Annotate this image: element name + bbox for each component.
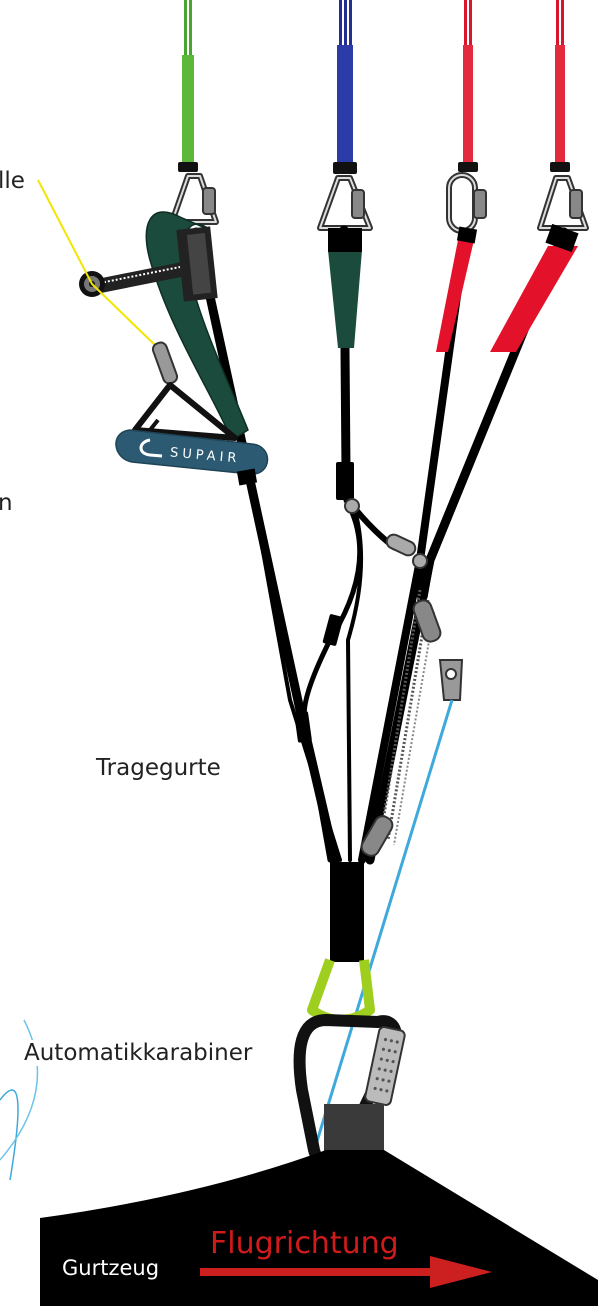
maillon-a [172, 176, 216, 222]
label-flugrichtung: Flugrichtung [210, 1226, 399, 1261]
line-c-red [463, 0, 473, 170]
riser-loop [312, 960, 370, 1020]
line-d-red [555, 0, 565, 170]
reserve-circle-arc [0, 1090, 18, 1180]
label-tragegurte: Tragegurte [96, 755, 221, 781]
maillon-b [320, 178, 370, 228]
line-a-green [182, 0, 194, 170]
line-b-blue [337, 0, 353, 170]
label-automatikkarabiner: Automatikkarabiner [22, 1040, 254, 1066]
harness-webbing [324, 1104, 384, 1154]
line-binders [178, 162, 570, 174]
pointer-line [38, 180, 158, 348]
label-rolle: lle [0, 168, 25, 194]
riser-bottom-strap [330, 862, 364, 962]
label-fragment-n: n [0, 490, 13, 516]
riser-b-green [328, 250, 362, 348]
riser-d-red [490, 246, 578, 352]
maillon-d [540, 178, 586, 228]
maillon-c [449, 175, 486, 231]
label-gurtzeug: Gurtzeug [62, 1256, 159, 1280]
